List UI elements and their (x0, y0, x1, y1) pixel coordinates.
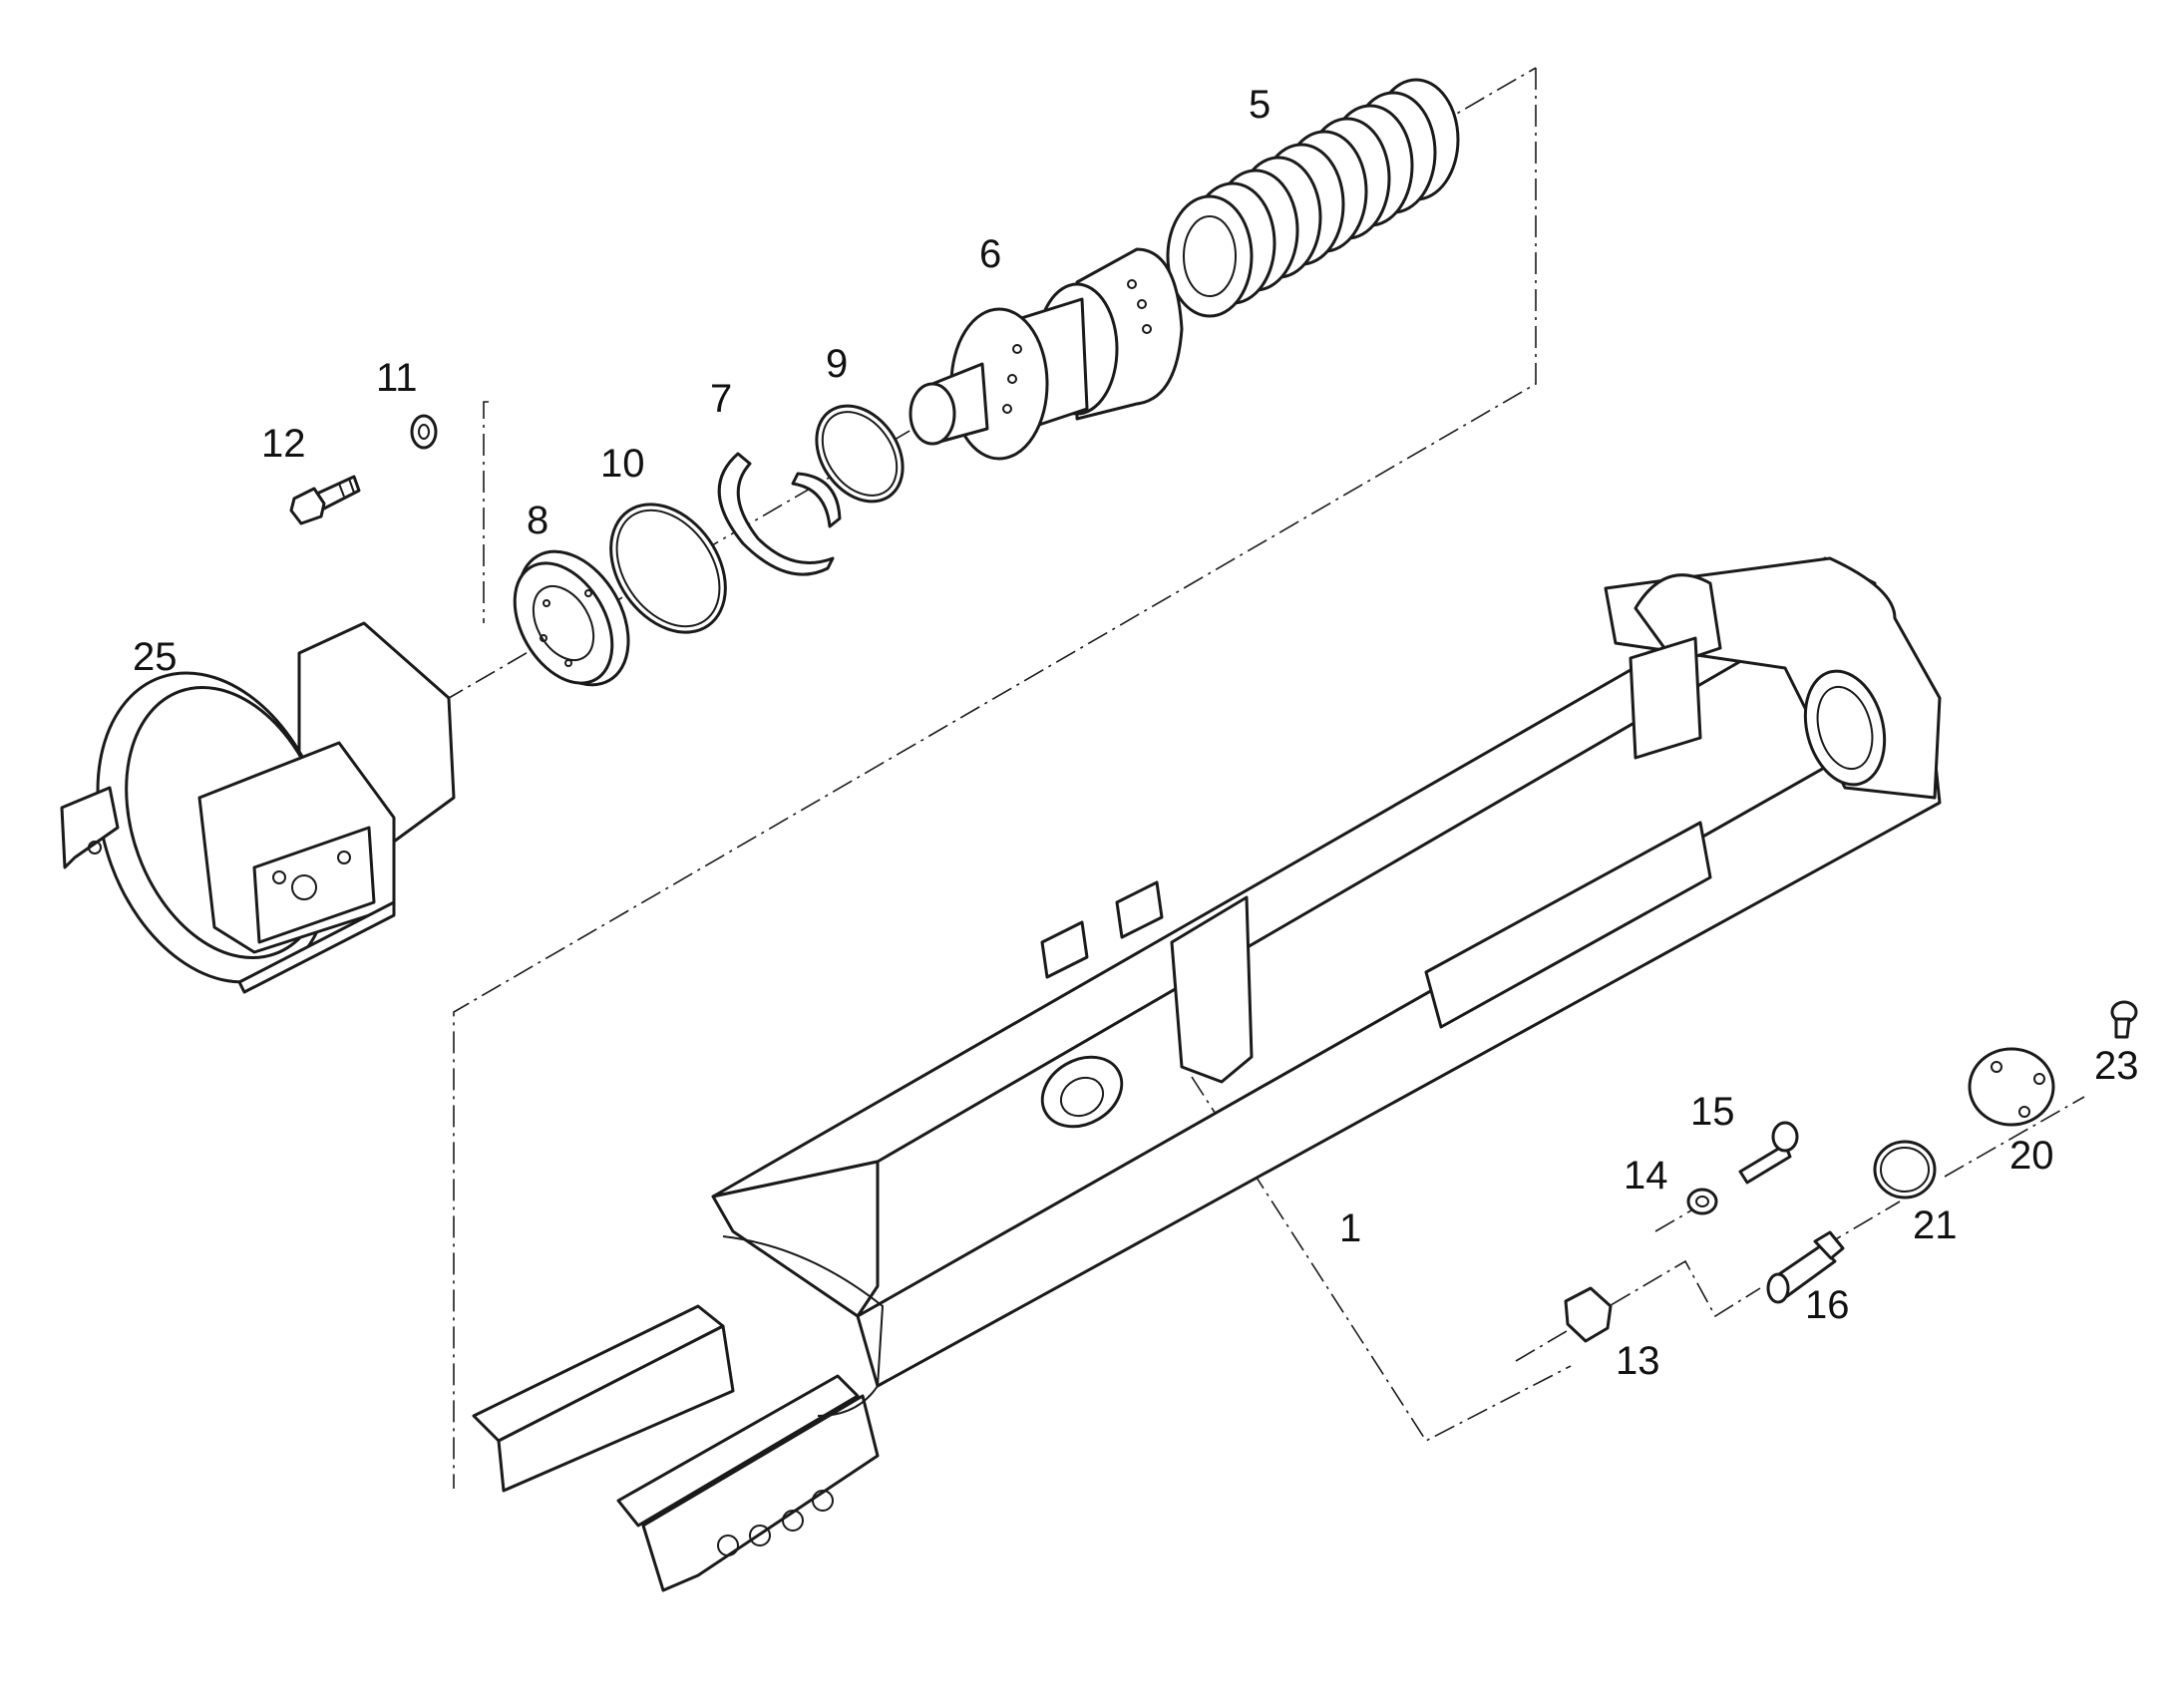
callout-15: 15 (1690, 1090, 1735, 1134)
callout-9: 9 (826, 342, 848, 386)
callout-11: 11 (376, 356, 418, 400)
callout-12: 12 (261, 422, 306, 466)
part-20-cover (1968, 1047, 2055, 1127)
callout-21: 21 (1913, 1203, 1958, 1247)
part-15-screw (1738, 1121, 1799, 1185)
callout-14: 14 (1624, 1154, 1668, 1197)
part-10-o-ring (609, 503, 727, 634)
part-23-bolt (2110, 1000, 2138, 1039)
part-25-idler-assembly (60, 621, 456, 994)
part-5-spring (1166, 78, 1460, 318)
callout-25: 25 (133, 635, 178, 679)
part-12-bolt (289, 475, 361, 525)
part-13-clip (1564, 1286, 1613, 1343)
callout-23: 23 (2094, 1044, 2139, 1088)
part-11-washer (410, 414, 438, 450)
callout-8: 8 (527, 499, 548, 542)
callout-labels: 1 5 6 7 8 9 10 11 12 13 14 15 16 20 21 2… (133, 83, 2139, 1383)
part-16-grease-fitting (1766, 1230, 1845, 1304)
callout-10: 10 (600, 442, 645, 486)
callout-20: 20 (2009, 1134, 2054, 1178)
callout-1: 1 (1339, 1206, 1361, 1250)
callout-13: 13 (1616, 1339, 1660, 1383)
part-21-o-ring (1873, 1140, 1937, 1199)
part-14-washer (1686, 1188, 1718, 1215)
part-1-track-frame (472, 556, 1942, 1592)
part-9-o-ring (815, 404, 905, 504)
part-7-split-ring (717, 452, 842, 576)
callout-6: 6 (979, 232, 1001, 276)
part-6-cylinder (908, 247, 1184, 461)
callout-5: 5 (1249, 83, 1271, 127)
part-8-seal (513, 549, 630, 687)
callout-7: 7 (710, 377, 732, 421)
callout-16: 16 (1805, 1283, 1850, 1327)
